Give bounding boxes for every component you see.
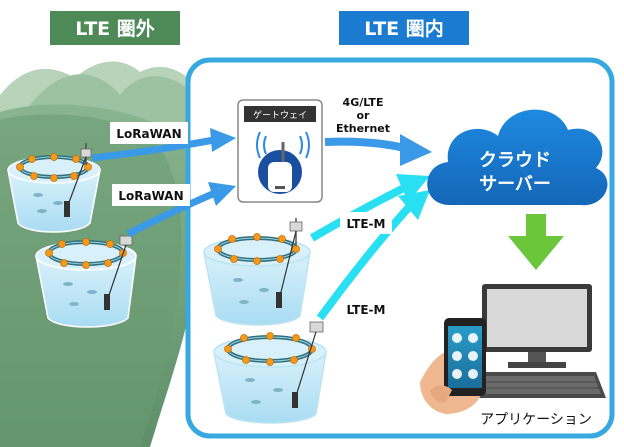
fish-tank-3 (203, 218, 311, 326)
lorawan-2-text: LoRaWAN (118, 189, 183, 203)
label-ltem-2: LTE-M (340, 298, 392, 320)
backhaul-line-2: or (357, 109, 371, 122)
arrow-backhaul (324, 134, 432, 166)
computer-monitor (482, 284, 592, 368)
backhaul-line-3: Ethernet (336, 122, 390, 135)
arrow-lorawan-2 (126, 182, 236, 238)
app-label: アプリケーション (480, 412, 592, 428)
gateway-device: ゲートウェイ (237, 99, 323, 203)
arrow-cloud-to-pc (508, 214, 564, 270)
computer-keyboard (460, 372, 606, 398)
gateway-label: ゲートウェイ (253, 109, 307, 121)
label-lorawan-2: LoRaWAN (112, 184, 190, 206)
label-lorawan-1: LoRaWAN (110, 122, 188, 144)
zone-label-outside: LTE 圏外 (50, 11, 180, 45)
zone-label-inside: LTE 圏内 (339, 11, 469, 45)
zone-inside-text: LTE 圏内 (364, 17, 444, 40)
lorawan-1-text: LoRaWAN (116, 127, 181, 141)
ltem-2-text: LTE-M (347, 303, 386, 317)
fish-tank-4 (213, 321, 327, 424)
fish-tank-1 (7, 143, 101, 233)
ltem-1-text: LTE-M (347, 217, 386, 231)
arrow-ltem-2 (316, 190, 430, 321)
fish-tank-2 (35, 235, 137, 328)
smartphone-in-hand (420, 318, 486, 414)
arrow-ltem-1 (309, 174, 430, 242)
cloud-server: クラウド サーバー (427, 109, 608, 206)
backhaul-line-1: 4G/LTE (343, 96, 384, 109)
cloud-line-2: サーバー (479, 174, 551, 195)
arrow-lorawan-1 (91, 128, 236, 162)
label-ltem-1: LTE-M (340, 212, 392, 234)
label-backhaul: 4G/LTE or Ethernet (336, 96, 390, 135)
cloud-line-1: クラウド (479, 150, 551, 171)
zone-outside-text: LTE 圏外 (75, 17, 155, 40)
